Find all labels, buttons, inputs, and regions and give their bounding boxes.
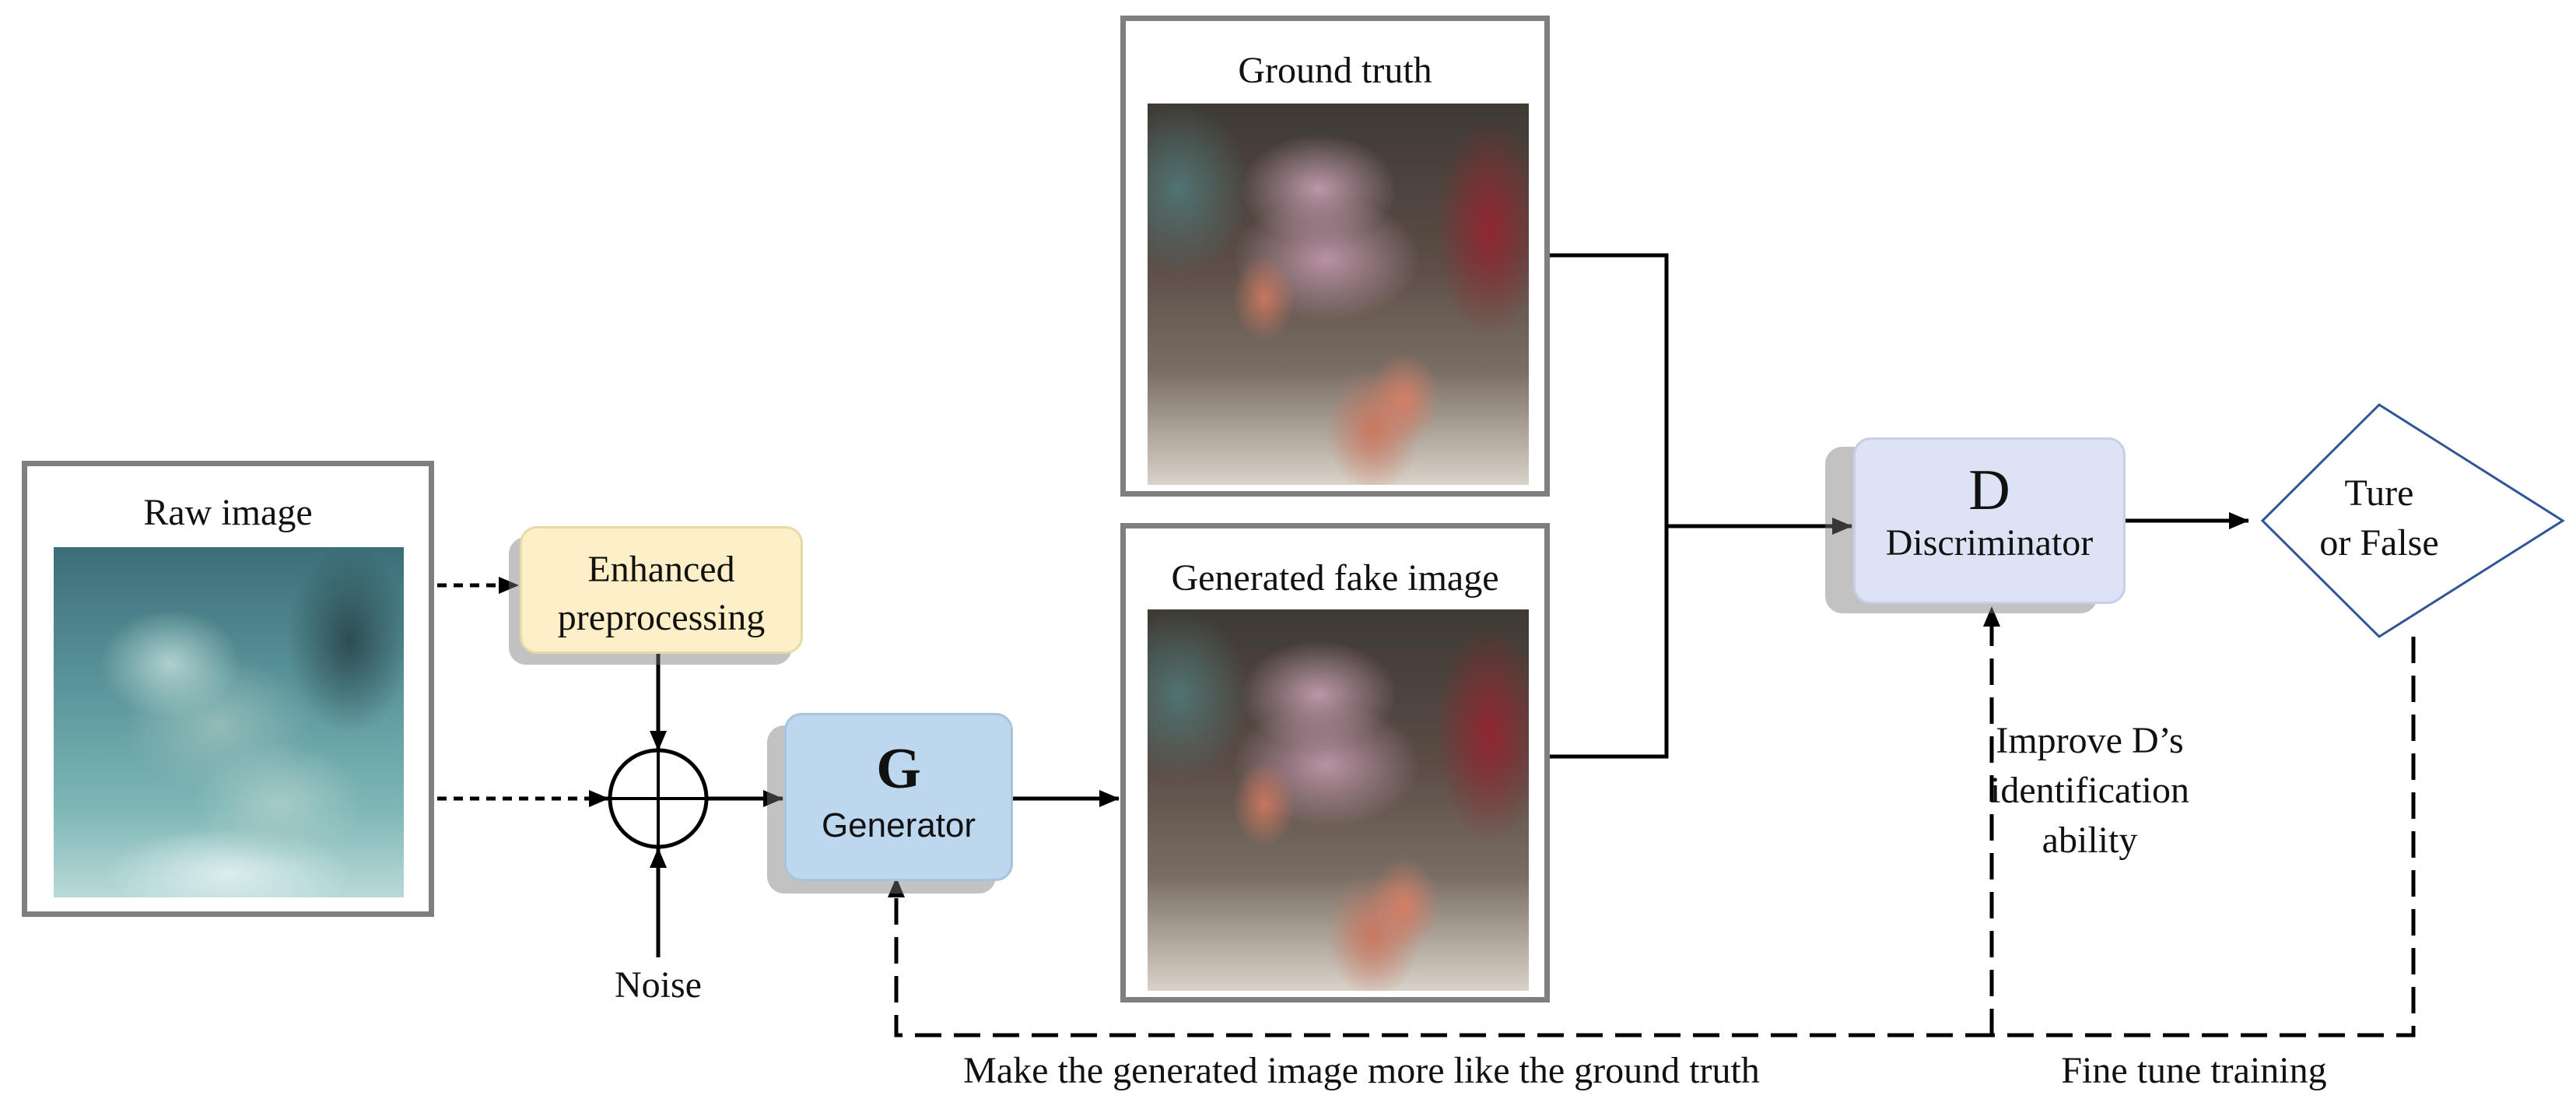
discriminator-box: D Discriminator xyxy=(1853,437,2126,604)
ground-truth-coral-photo xyxy=(1148,104,1529,485)
ground-truth-title: Ground truth xyxy=(1238,50,1432,91)
discriminator-letter: D xyxy=(1968,458,2010,522)
fine-tune-feedback-line xyxy=(1992,637,2416,1038)
truth-merge-line xyxy=(1550,253,1669,526)
fake-image-title: Generated fake image xyxy=(1171,557,1499,599)
raw-image-title: Raw image xyxy=(143,492,313,533)
generator-letter: G xyxy=(876,737,921,801)
preprocess-label-line2: preprocessing xyxy=(557,597,766,638)
decision-line1: Ture xyxy=(2344,472,2414,514)
generator-feedback-arrow xyxy=(888,877,1992,1038)
raw-coral-photo xyxy=(54,547,404,897)
decision-diamond xyxy=(2260,403,2565,638)
improve-d-line1: Improve D’s xyxy=(1996,720,2184,761)
decision-line2: or False xyxy=(2319,522,2439,564)
sum-junction-icon xyxy=(608,748,709,849)
generator-name: Generator xyxy=(821,806,976,844)
ground-truth-panel: Ground truth xyxy=(1120,16,1550,497)
make-like-truth-label: Make the generated image more like the g… xyxy=(963,1050,1760,1091)
fake-image-panel: Generated fake image xyxy=(1120,523,1550,1002)
discriminator-name: Discriminator xyxy=(1885,522,2094,564)
improve-d-line2: identification xyxy=(1990,770,2189,811)
fine-tune-label: Fine tune training xyxy=(2061,1050,2327,1091)
raw-image-panel: Raw image xyxy=(22,461,434,917)
improve-d-line3: ability xyxy=(2042,820,2138,861)
enhanced-preprocessing-box: Enhanced preprocessing xyxy=(520,526,803,654)
generator-box: G Generator xyxy=(784,713,1013,881)
fake-merge-line xyxy=(1550,526,1669,759)
fake-coral-photo xyxy=(1148,609,1529,991)
noise-label: Noise xyxy=(615,964,702,1006)
preprocess-label-line1: Enhanced xyxy=(587,549,735,590)
